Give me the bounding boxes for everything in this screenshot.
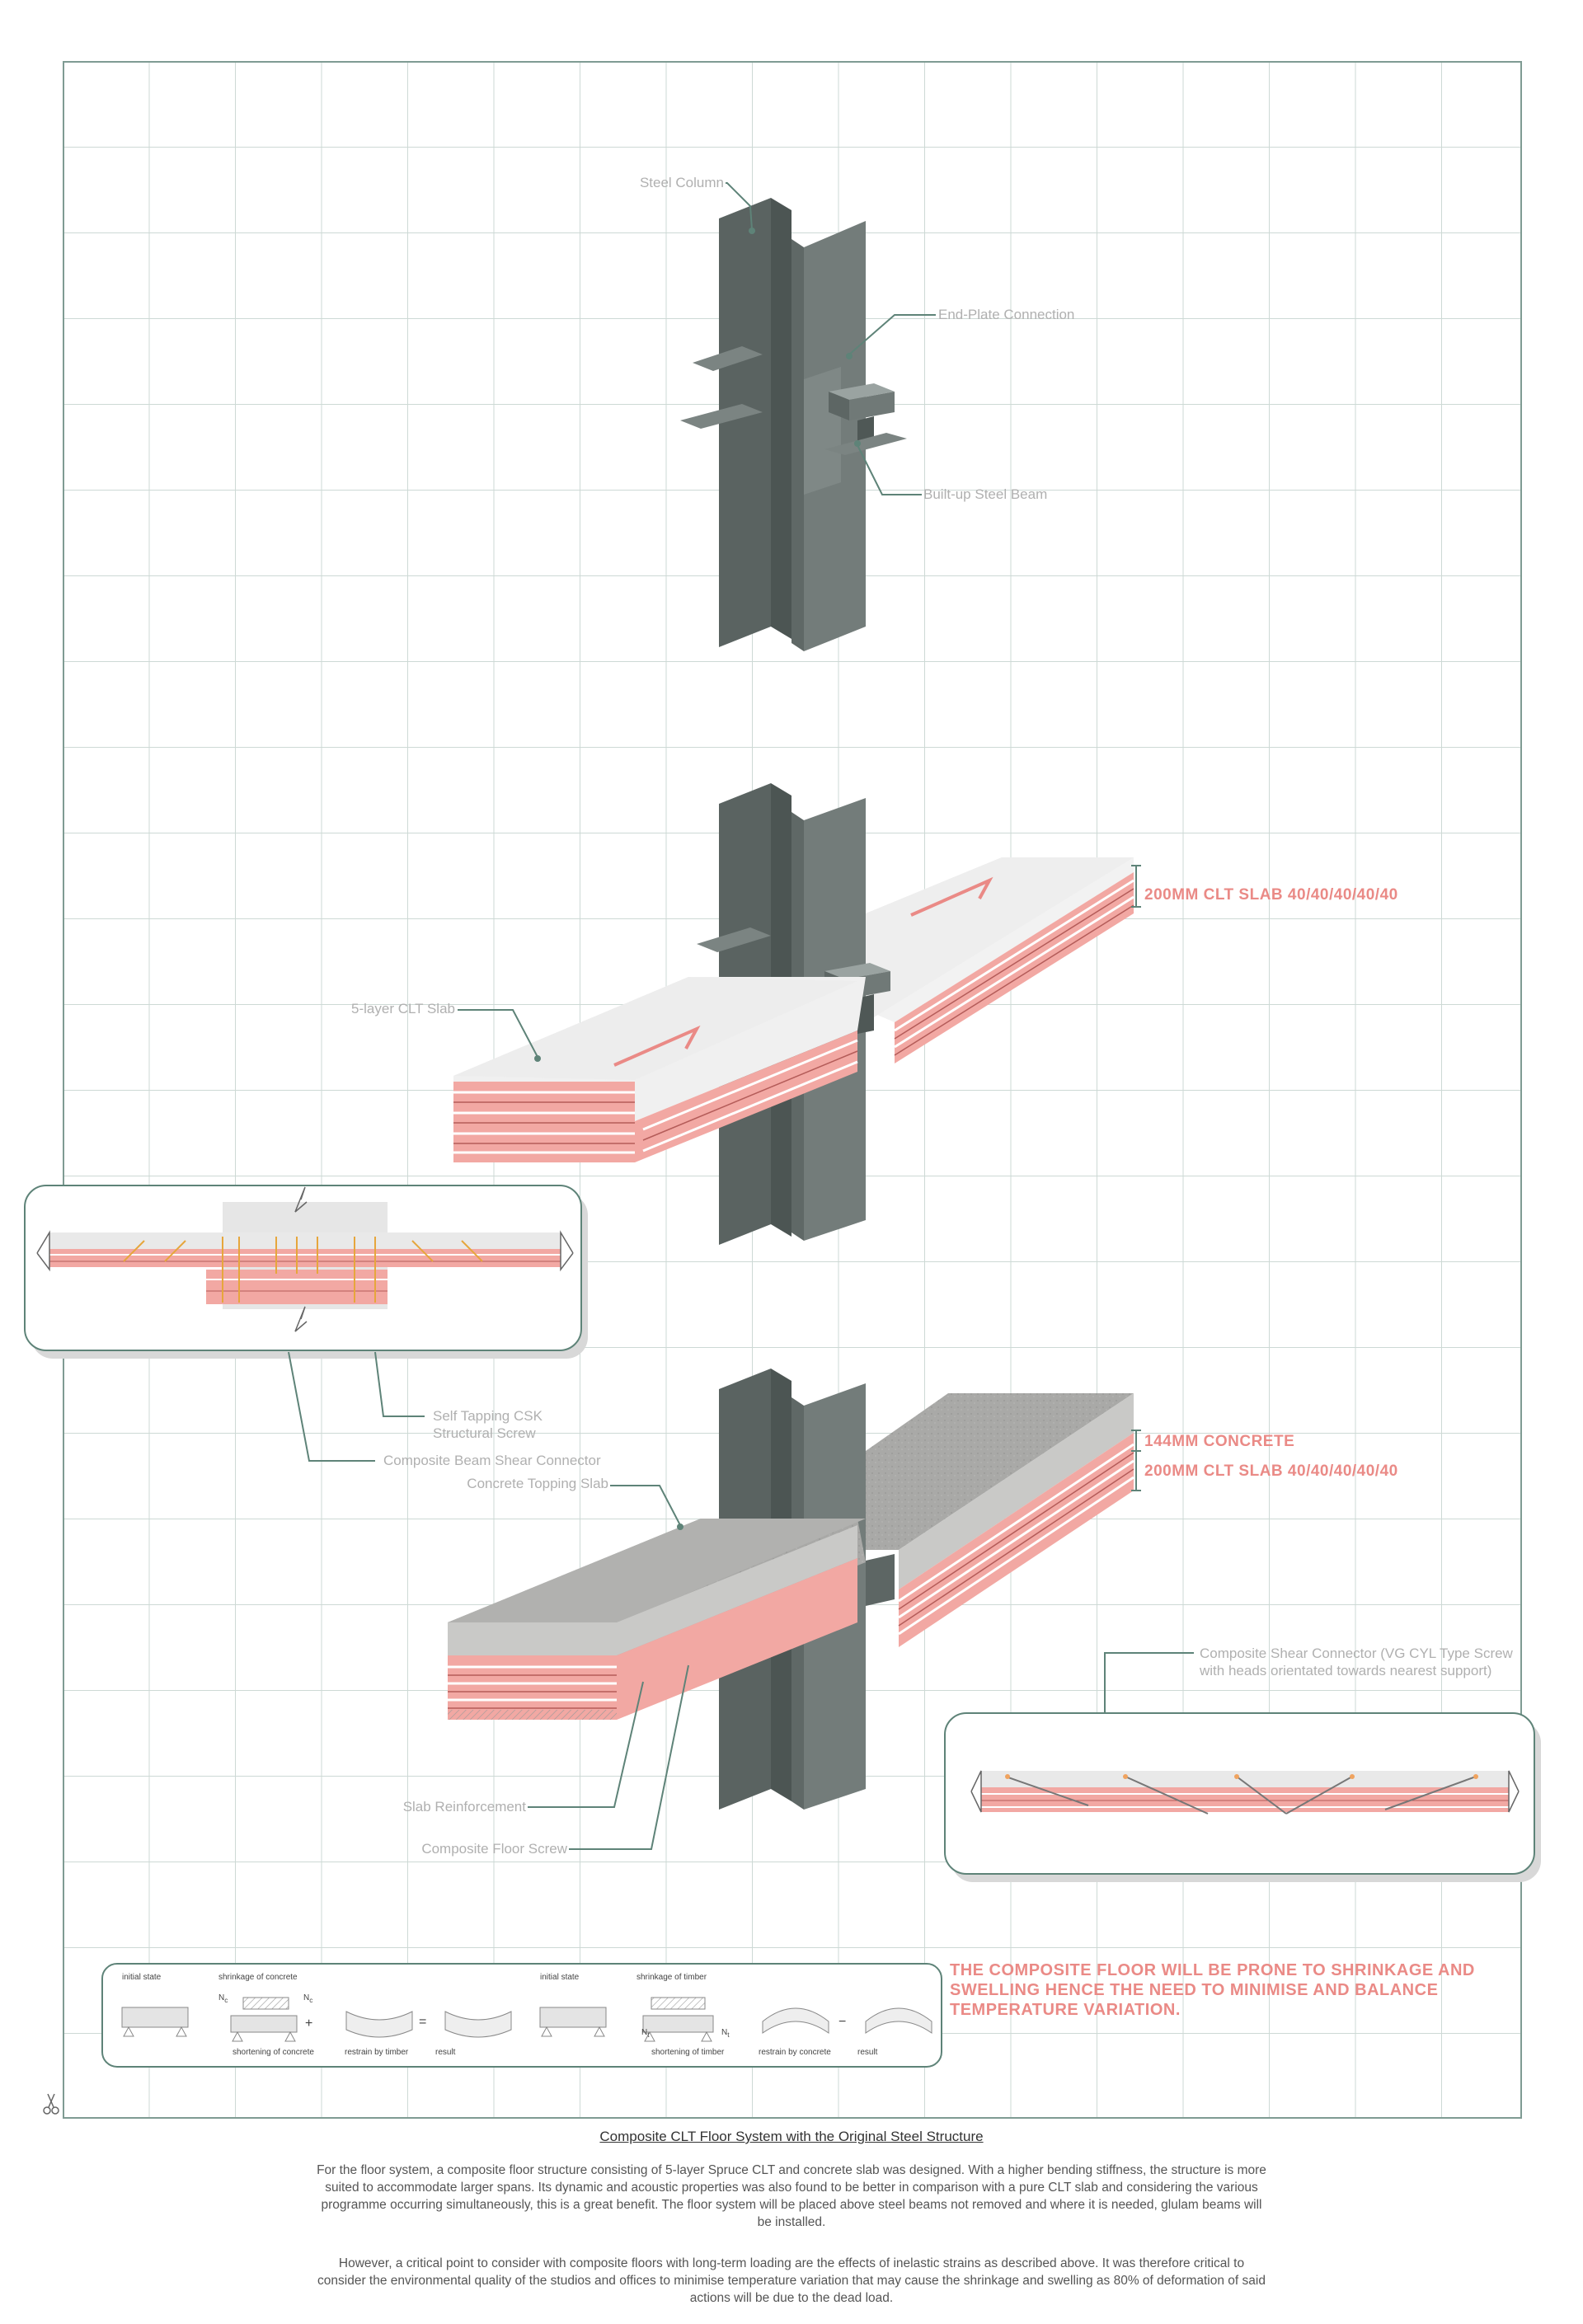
clt-slab-right — [866, 857, 1134, 1063]
label-composite-floor-screw: Composite Floor Screw — [421, 1841, 567, 1857]
diagram-restrain-timber: restrain by timber — [345, 2048, 409, 2057]
label-clt-slab: 5-layer CLT Slab — [351, 1001, 455, 1016]
composite-slab-right — [866, 1393, 1134, 1647]
label-slab-reinforcement: Slab Reinforcement — [402, 1799, 526, 1815]
label-composite-shear-connector: Composite Shear Connector (VG CYL Type S… — [1200, 1646, 1513, 1678]
diagram-shortening-timber: shortening of timber — [651, 2048, 725, 2057]
diagram-initial-state-timber: initial state — [540, 1973, 580, 1982]
leaders-mid — [458, 865, 1141, 1058]
diagram-shortening-concrete: shortening of concrete — [233, 2048, 314, 2057]
diagram-result-timber: result — [857, 2048, 878, 2057]
diagram-minus-timber: − — [838, 2015, 847, 2029]
shrinkage-warning: THE COMPOSITE FLOOR WILL BE PRONE TO SHR… — [950, 1961, 1475, 2019]
diagram-result-concrete: result — [435, 2048, 456, 2057]
description-paragraph-2: However, a critical point to consider wi… — [317, 2256, 1266, 2305]
label-steel-column: Steel Column — [639, 175, 724, 190]
label-composite-beam-shear-connector: Composite Beam Shear Connector — [383, 1453, 601, 1468]
steel-column-top — [680, 198, 907, 651]
diagram-force-nc-right: Nc — [303, 1993, 313, 2004]
label-concrete-topping-slab: Concrete Topping Slab — [467, 1476, 608, 1491]
diagram-force-nc-left: Nc — [218, 1993, 228, 2004]
diagram-restrain-concrete: restrain by concrete — [759, 2048, 831, 2057]
clt-slab-left — [453, 977, 866, 1162]
detail-shear-connector — [944, 1712, 1541, 1882]
label-end-plate-connection: End-Plate Connection — [938, 307, 1075, 322]
diagram-initial-state-concrete: initial state — [122, 1973, 162, 1982]
leaders-detail1 — [288, 1351, 425, 1462]
diagram-force-nt-left: Nt — [641, 2028, 650, 2039]
diagram-plus-sign: + — [305, 2016, 313, 2031]
spec-concrete: 144MM CONCRETE — [1144, 1433, 1295, 1450]
detail-clt-joint — [24, 1185, 588, 1359]
figure-caption: Composite CLT Floor System with the Orig… — [599, 2129, 984, 2144]
composite-slab-left — [448, 1519, 866, 1720]
leader-dots-top — [749, 228, 861, 447]
strain-diagram-box — [101, 1963, 942, 2068]
diagram-equals-concrete: = — [419, 2015, 427, 2029]
leaders-bottom — [528, 1430, 1194, 1850]
leaders-top — [726, 182, 936, 495]
label-self-tapping-screw: Self Tapping CSK Structural Screw — [433, 1408, 543, 1441]
label-built-up-steel-beam: Built-up Steel Beam — [923, 486, 1048, 502]
diagram-shrinkage-timber: shrinkage of timber — [636, 1973, 707, 1982]
spec-clt-slab-mid: 200MM CLT SLAB 40/40/40/40/40 — [1144, 886, 1398, 904]
diagram-force-nt-right: Nt — [721, 2028, 730, 2039]
scissors-icon — [43, 2093, 59, 2115]
leader-dot-clt — [534, 1055, 541, 1062]
spec-clt-slab-bottom: 200MM CLT SLAB 40/40/40/40/40 — [1144, 1462, 1398, 1480]
diagram-shrinkage-concrete: shrinkage of concrete — [218, 1973, 298, 1982]
description-paragraph-1: For the floor system, a composite floor … — [317, 2163, 1266, 2229]
leader-dots-bottom — [677, 1524, 683, 1530]
beam-connection-bottom — [866, 1554, 895, 1606]
